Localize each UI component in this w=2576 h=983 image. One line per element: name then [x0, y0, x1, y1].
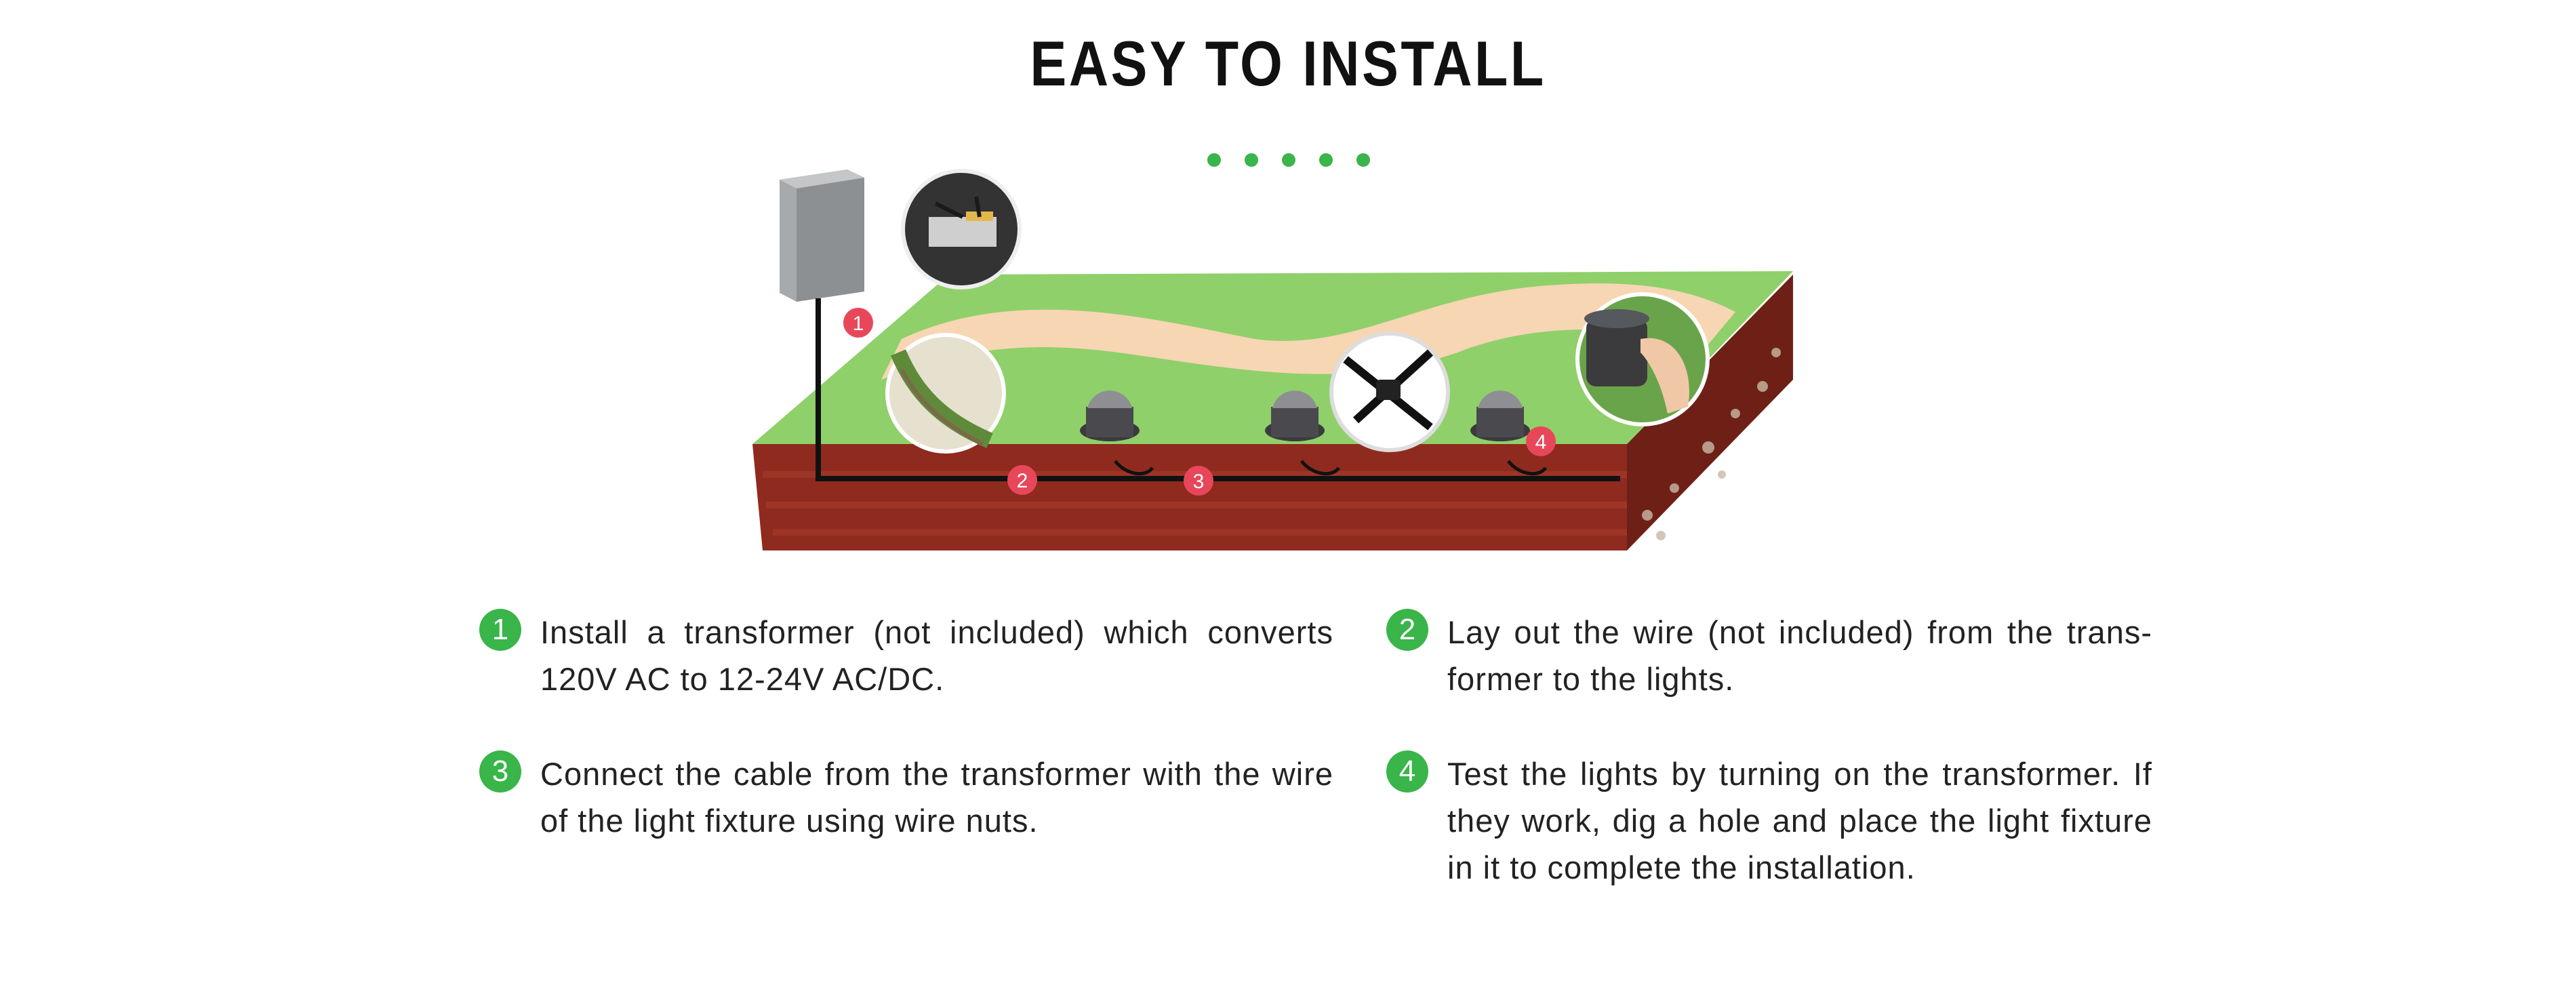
connector-detail-circle [1329, 332, 1450, 452]
dot [1207, 153, 1221, 167]
soil-front [752, 444, 1627, 550]
step-2: 2 Lay out the wire (not included) from t… [1386, 609, 2152, 702]
step-3: 3 Connect the cable from the transformer… [479, 750, 1333, 844]
callout-number: 2 [1017, 470, 1028, 492]
soil-side [1627, 275, 1793, 550]
step-number-badge: 3 [479, 750, 521, 793]
deck-light [1080, 390, 1154, 476]
callout-number: 1 [853, 313, 864, 335]
trench-detail-circle [885, 333, 1006, 454]
dot [1319, 153, 1333, 167]
callout-number: 4 [1535, 431, 1547, 454]
garden-path [881, 283, 1735, 380]
step-1: 1 Install a transformer (not included) w… [479, 609, 1333, 702]
decorative-dots [1207, 153, 1370, 167]
deck-light [1265, 390, 1341, 476]
dot [1282, 153, 1295, 167]
installation-illustration: 1 2 3 4 [752, 169, 1793, 550]
dot [1245, 153, 1258, 167]
terminal-detail-circle [901, 169, 1022, 289]
step-number-badge: 2 [1386, 609, 1428, 651]
dot [1356, 153, 1370, 167]
step-number-badge: 4 [1386, 750, 1428, 793]
page-title: EASY TO INSTALL [1030, 28, 1546, 99]
step-description: Install a transformer (not included) whi… [540, 614, 1333, 697]
callout-3: 3 [1184, 466, 1213, 496]
callout-2: 2 [1007, 465, 1037, 495]
step-description: Lay out the wire (not included) from the… [1447, 614, 2152, 697]
callout-number: 3 [1193, 470, 1205, 493]
wire [816, 298, 1620, 481]
callout-1: 1 [843, 308, 873, 338]
step-number-badge: 1 [479, 609, 521, 651]
step-description: Test the lights by turning on the transf… [1447, 756, 2152, 885]
deck-light [1470, 390, 1548, 476]
step-4: 4 Test the lights by turning on the tran… [1386, 750, 2152, 891]
step-description: Connect the cable from the transformer w… [540, 756, 1333, 839]
placement-detail-circle [1575, 292, 1710, 426]
callout-4: 4 [1526, 426, 1556, 456]
